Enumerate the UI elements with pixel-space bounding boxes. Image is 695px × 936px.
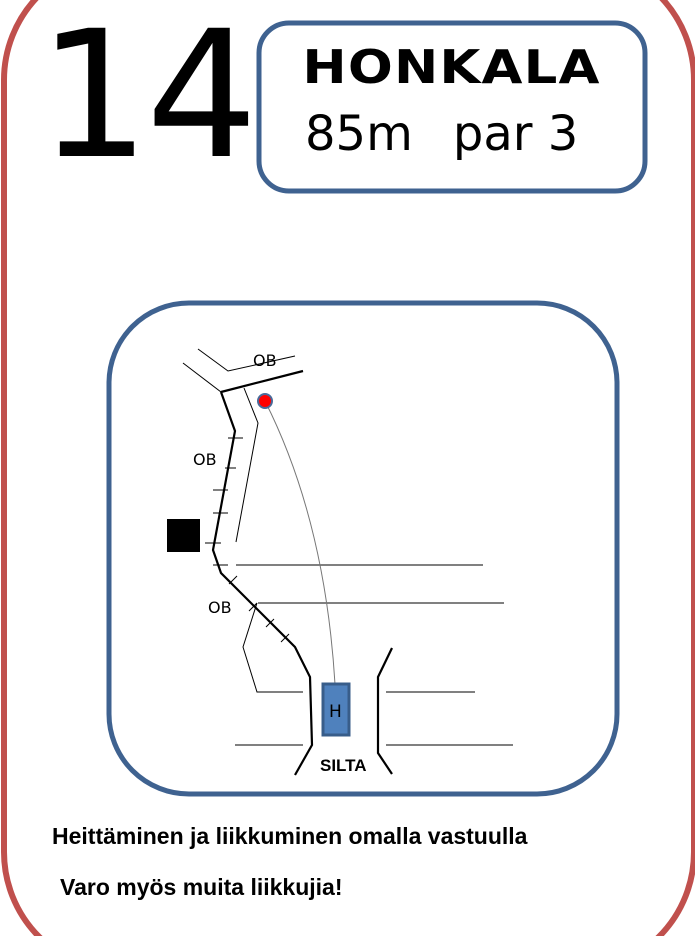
ob-label-mid: OB — [193, 450, 217, 469]
flight-path — [264, 400, 336, 685]
ob-line-top — [197, 348, 296, 372]
hole-info: 85m par 3 — [305, 106, 578, 162]
hole-number: 14 — [38, 0, 258, 198]
ob-line-thick-top — [220, 369, 304, 394]
ob-boundary — [211, 391, 314, 776]
bridge-edge-right — [376, 647, 393, 775]
footer-warning: Heittäminen ja liikkuminen omalla vastuu… — [52, 823, 528, 849]
ob-ticks — [205, 437, 290, 643]
hole-length: 85m — [305, 106, 413, 162]
ob-label-lower: OB — [208, 598, 232, 617]
map-frame — [106, 300, 620, 797]
basket-icon — [257, 393, 273, 409]
hole-name: HONKALA — [302, 40, 601, 94]
fairway-edge — [235, 387, 259, 543]
bridge-label: SILTA — [320, 756, 367, 775]
course-map — [182, 348, 513, 776]
tee-label: H — [329, 702, 342, 722]
footer-caution: Varo myös muita liikkujia! — [60, 874, 343, 900]
hole-par: par 3 — [452, 106, 579, 162]
header-box — [256, 20, 648, 194]
tee-pad-icon — [321, 682, 351, 737]
building-icon — [167, 519, 200, 552]
ob-label-top: OB — [253, 351, 277, 370]
